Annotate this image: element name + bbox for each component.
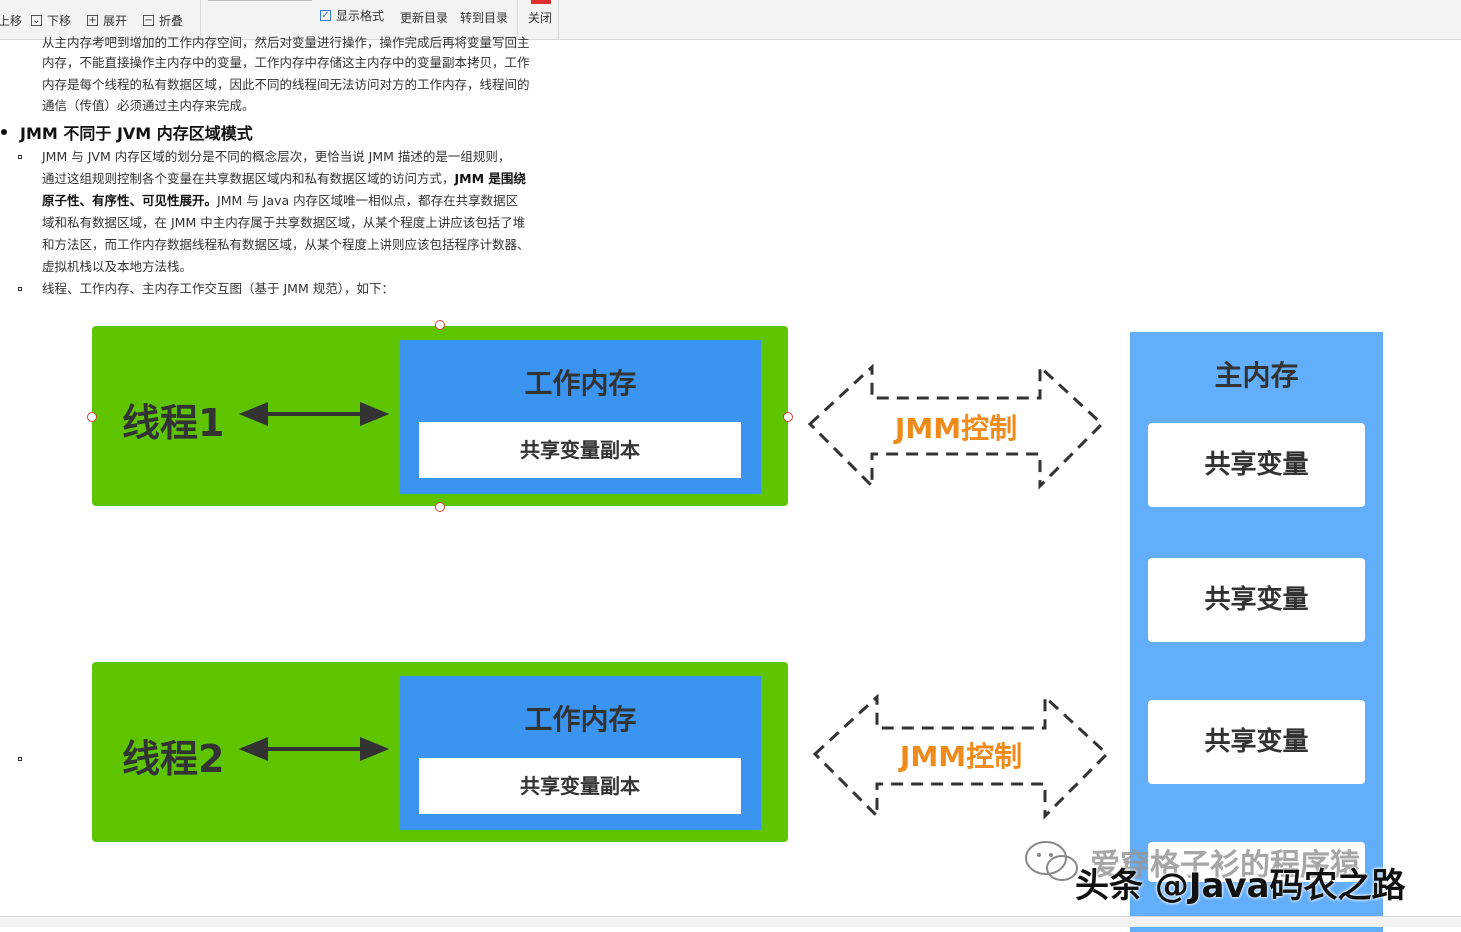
para1-line-6: 虚拟机栈以及本地方法栈。	[42, 259, 193, 274]
move-down-label: 下移	[47, 13, 72, 28]
show-format-checkbox[interactable]: ✓ 显示格式	[320, 5, 384, 25]
close-button[interactable]: 关闭	[528, 9, 552, 26]
close-label: 关闭	[528, 11, 553, 25]
checkbox-checked-icon: ✓	[320, 9, 331, 21]
para1-line-1: JMM 与 JVM 内存区域的划分是不同的概念层次，更恰当说 JMM 描述的是一…	[42, 149, 511, 164]
work-memory-1-title: 工作内存	[524, 367, 637, 400]
goto-toc-button[interactable]: 转到目录	[460, 9, 508, 26]
thread-1-box[interactable]: 线程1 工作内存 共享变量副本	[92, 326, 788, 506]
update-toc-button[interactable]: 更新目录	[400, 9, 448, 26]
heading-bullet	[1, 129, 7, 135]
outline-toolbar: 上移 ⌄ 下移 + 展开 − 折叠 ✓ 显示格式 更新目录 转到目录 关闭	[0, 0, 1461, 40]
toolbar-input-edge	[208, 0, 312, 1]
work-memory-2: 工作内存 共享变量副本	[400, 676, 761, 830]
thread-2-box: 线程2 工作内存 共享变量副本	[92, 662, 788, 842]
resize-handle-bottom[interactable]	[435, 502, 445, 512]
shared-variable-3: 共享变量	[1148, 700, 1365, 784]
thread-2-double-arrow-icon	[238, 737, 390, 761]
intro-line-2: 内存，不能直接操作主内存中的变量，工作内存中存储这主内存中的变量副本拷贝，工作	[42, 55, 530, 70]
status-bar	[0, 916, 1461, 927]
minus-icon: −	[143, 14, 154, 26]
para1-line-3a: 原子性、有序性、可见性展开。	[42, 193, 218, 208]
expand-label: 展开	[103, 13, 128, 28]
intro-line-3: 内存是每个线程的私有数据区域，因此不同的线程间无法访问对方的工作内存，线程间的	[42, 77, 530, 92]
collapse-label: 折叠	[159, 13, 184, 28]
thread-2-label: 线程2	[122, 737, 225, 781]
intro-line-1: 从主内存考吧到增加的工作内存空间，然后对变量进行操作，操作完成后再将变量写回主	[42, 35, 530, 50]
para1-line-2: 通过这组规则控制各个变量在共享数据区域内和私有数据区域的访问方式，JMM 是围绕	[42, 168, 540, 190]
close-icon	[531, 0, 551, 4]
toolbar-divider	[200, 0, 201, 40]
show-format-label: 显示格式	[336, 8, 385, 23]
main-memory-box: 主内存 共享变量 共享变量 共享变量	[1130, 332, 1383, 932]
shared-variable-1: 共享变量	[1148, 423, 1365, 507]
shared-copy-2: 共享变量副本	[419, 758, 741, 814]
chevron-down-icon: ⌄	[31, 14, 42, 26]
goto-toc-label: 转到目录	[460, 11, 509, 25]
shared-variable-4	[1148, 842, 1365, 882]
para1-line-3: 原子性、有序性、可见性展开。JMM 与 Java 内存区域唯一相似点，都存在共享…	[42, 190, 540, 212]
shared-variable-2: 共享变量	[1148, 558, 1365, 642]
para1-line-2a: 通过这组规则控制各个变量在共享数据区域内和私有数据区域的访问方式，	[42, 171, 455, 186]
list-bullet	[18, 287, 22, 291]
move-up-label: 上移	[0, 13, 23, 28]
expand-button[interactable]: + 展开	[87, 10, 127, 30]
para1-line-5: 和方法区，而工作内存数据线程私有数据区域，从某个程度上讲则应该包括程序计数器、	[42, 237, 530, 252]
list-bullet	[18, 757, 22, 761]
wechat-watermark: 爱穿格子衫的程序猿	[1090, 848, 1360, 883]
resize-handle-left[interactable]	[87, 412, 97, 422]
intro-line-4: 通信（传值）必须通过主内存来完成。	[42, 98, 255, 113]
para2: 线程、工作内存、主内存工作交互图（基于 JMM 规范），如下：	[42, 281, 394, 296]
list-bullet	[18, 155, 22, 159]
toolbar-divider	[517, 0, 518, 40]
move-up-button[interactable]: 上移	[0, 10, 22, 30]
work-memory-1: 工作内存 共享变量副本	[400, 340, 761, 494]
thread-1-label: 线程1	[122, 401, 225, 445]
toolbar-divider	[558, 0, 559, 40]
plus-icon: +	[87, 14, 98, 26]
jmm-control-arrow-2-icon	[812, 693, 1110, 820]
work-memory-2-title: 工作内存	[524, 703, 637, 736]
main-memory-title: 主内存	[1214, 359, 1299, 392]
para1-line-4: 域和私有数据区域，在 JMM 中主内存属于共享数据区域，从某个程度上讲应该包括了…	[42, 215, 526, 230]
collapse-button[interactable]: − 折叠	[143, 10, 183, 30]
para1-line-3b: JMM 与 Java 内存区域唯一相似点，都存在共享数据区	[217, 193, 519, 208]
para1-line-2b: JMM 是围绕	[454, 171, 526, 186]
resize-handle-right[interactable]	[783, 412, 793, 422]
jmm-control-label-2: JMM控制	[898, 740, 1022, 773]
shared-copy-1: 共享变量副本	[419, 422, 741, 478]
update-toc-label: 更新目录	[400, 11, 449, 25]
toutiao-watermark: 头条 @Java码农之路	[1075, 866, 1406, 906]
wechat-icon	[1025, 841, 1078, 881]
section-heading: JMM 不同于 JVM 内存区域模式	[20, 124, 253, 143]
jmm-control-label-1: JMM控制	[893, 412, 1017, 445]
jmm-control-arrow-1-icon	[807, 363, 1105, 490]
move-down-button[interactable]: ⌄ 下移	[31, 10, 71, 30]
thread-1-double-arrow-icon	[238, 402, 390, 426]
resize-handle-top[interactable]	[435, 320, 445, 330]
